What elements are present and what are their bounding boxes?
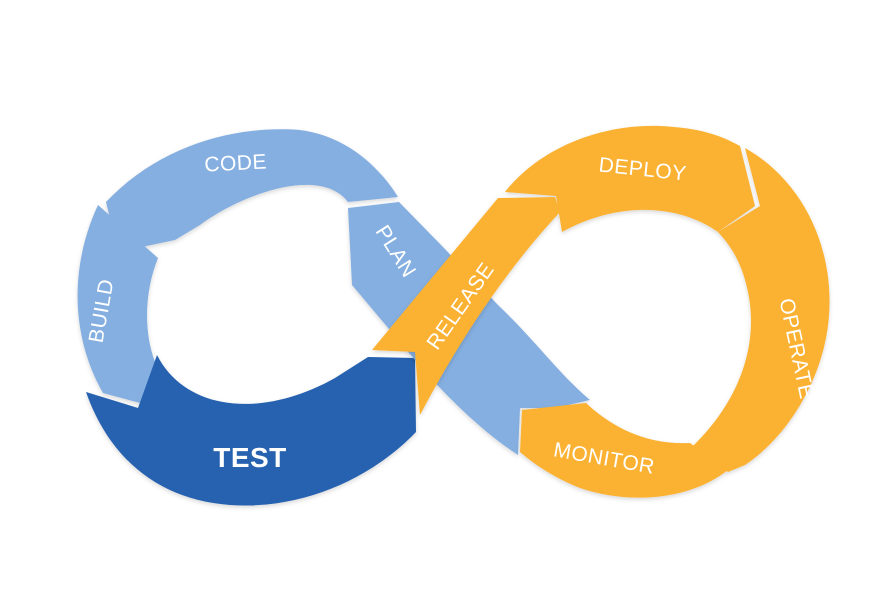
code-segment xyxy=(106,129,398,252)
build-segment xyxy=(77,205,158,403)
test-segment xyxy=(86,355,416,506)
deploy-segment xyxy=(505,125,755,232)
release-segment xyxy=(372,197,560,415)
left-loop xyxy=(77,129,416,506)
operate-segment xyxy=(693,148,830,472)
test-label: TEST xyxy=(213,442,287,473)
monitor-segment xyxy=(520,403,728,498)
code-label: CODE xyxy=(204,150,268,176)
labels: CODE BUILD TEST PLAN RELEASE DEPLOY OPER… xyxy=(85,150,819,478)
right-loop xyxy=(372,125,830,498)
